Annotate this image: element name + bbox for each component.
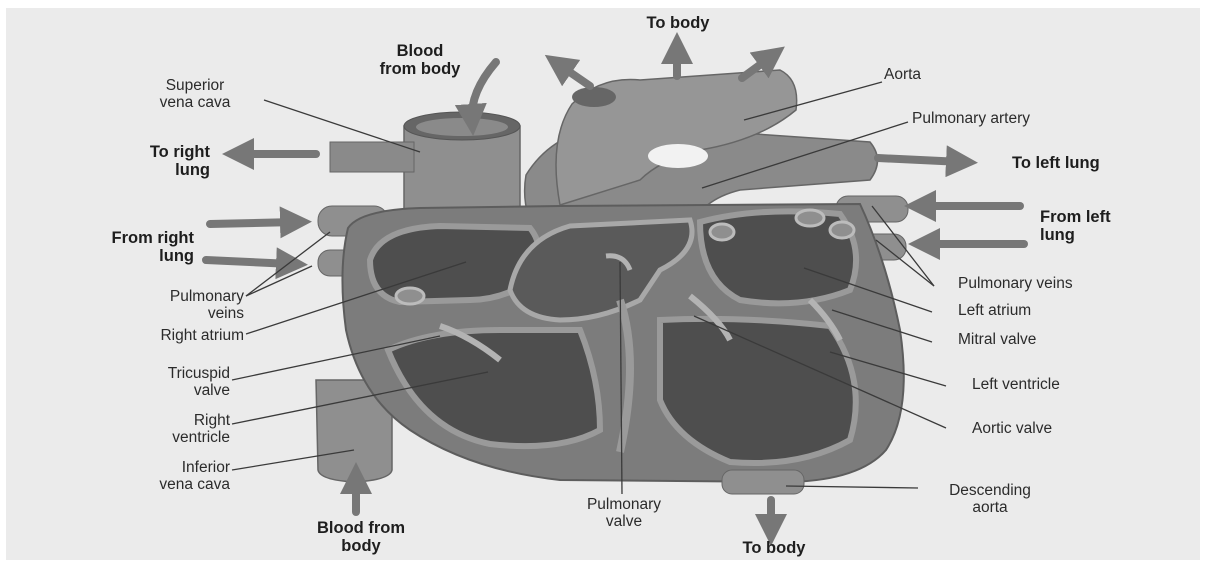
tricuspid-valve-label: Tricuspid valve [40,365,230,399]
descending-aorta [722,470,804,494]
left-atrium-label: Left atrium [958,302,1138,319]
right-ventricle-label: Right ventricle [40,412,230,446]
aorta-label: Aorta [884,66,1004,83]
to-left-lung-label: To left lung [1012,154,1192,172]
right-atrium-label: Right atrium [40,327,244,344]
to-body-top-label: To body [608,14,748,32]
superior-vena-cava-label: Superior vena cava [120,77,270,111]
from-right-lung-label: From right lung [16,229,194,265]
inferior-vena-cava-label: Inferior vena cava [40,459,230,493]
to-body-bottom-label: To body [704,539,844,557]
left-ventricle-chamber [660,319,856,463]
aortic-valve-label: Aortic valve [972,420,1152,437]
pulmonary-veins-left-label: Pulmonary veins [60,288,244,322]
descending-aorta-label: Descending aorta [910,482,1070,516]
blood-from-body-bottom-label: Blood from body [286,519,436,555]
pulmonary-artery-right-branch [330,142,414,172]
pulmonary-artery-label: Pulmonary artery [912,110,1112,127]
to-right-lung-label: To right lung [40,143,210,179]
pulmonary-veins-right-label: Pulmonary veins [958,275,1158,292]
mitral-valve-label: Mitral valve [958,331,1138,348]
pulmonary-valve-label: Pulmonary valve [544,496,704,530]
from-left-lung-label: From left lung [1040,208,1190,244]
blood-from-body-top-label: Blood from body [350,42,490,78]
left-ventricle-label: Left ventricle [972,376,1152,393]
